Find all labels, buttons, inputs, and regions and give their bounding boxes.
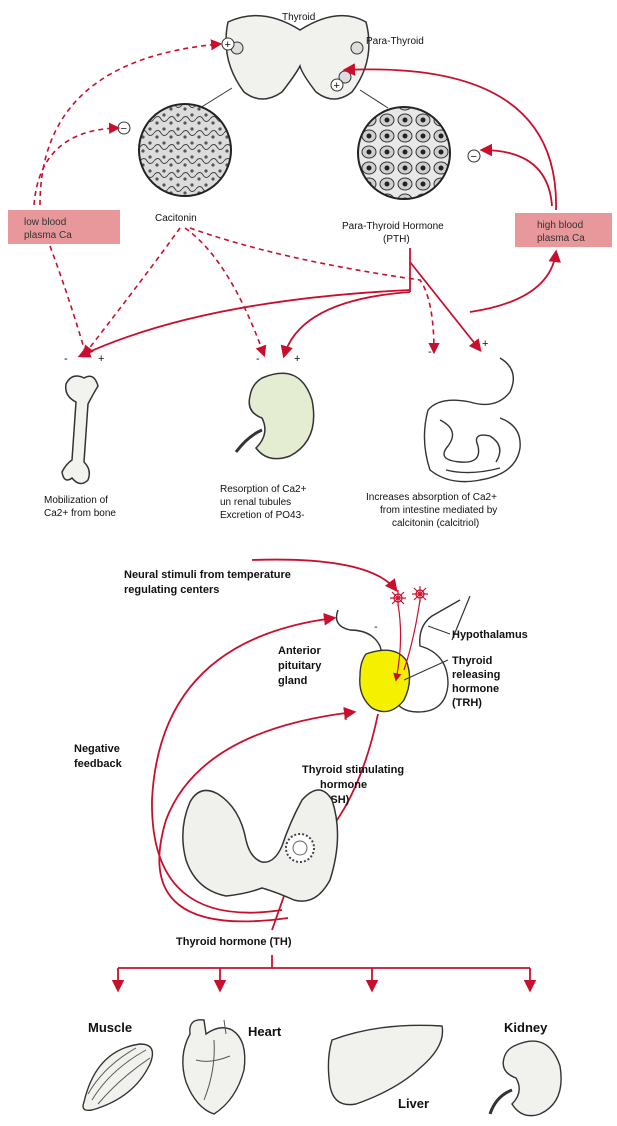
negative-feedback-label-1: Negative bbox=[74, 743, 120, 755]
high-to-pth-cells-arrow bbox=[482, 150, 552, 206]
calcitonin-minus-sign: − bbox=[121, 123, 127, 135]
kidney-lower-label: Kidney bbox=[504, 1020, 548, 1035]
kidney-lower-drawing bbox=[503, 1041, 561, 1116]
intestine-to-high-arrow bbox=[470, 252, 556, 312]
bone-drawing bbox=[62, 376, 98, 484]
low-to-calcitonin-cells-arrow bbox=[34, 128, 118, 205]
bone-minus: - bbox=[64, 353, 68, 365]
low-box-line-1: low blood bbox=[24, 217, 66, 228]
intestine-drawing bbox=[424, 358, 520, 482]
high-box-line-1: high blood bbox=[537, 220, 583, 231]
intestine-label-2: from intestine mediated by bbox=[380, 505, 497, 516]
intestine-plus: + bbox=[482, 338, 488, 350]
kidney-minus: - bbox=[256, 353, 260, 365]
pth-label-2: (PTH) bbox=[383, 234, 410, 245]
hypothalamus-minus: - bbox=[374, 621, 378, 633]
bone-label-1: Mobilization of bbox=[44, 495, 108, 506]
kidney-label-3: Excretion of PO43- bbox=[220, 510, 304, 521]
trh-label-2: releasing bbox=[452, 669, 500, 681]
muscle-label: Muscle bbox=[88, 1020, 132, 1035]
pth-minus-sign: − bbox=[471, 151, 477, 163]
high-box-line-2: plasma Ca bbox=[537, 233, 585, 244]
calcitonin-cells-circle bbox=[139, 104, 231, 196]
muscle-drawing bbox=[83, 1044, 152, 1110]
low-to-bone-arrow bbox=[50, 246, 86, 355]
bone-plus: + bbox=[98, 353, 104, 365]
anterior-label-2: pituitary bbox=[278, 660, 322, 672]
tsh-label-1: Thyroid stimulating bbox=[302, 764, 404, 776]
low-box-line-2: plasma Ca bbox=[24, 230, 72, 241]
kidney-label-1: Resorption of Ca2+ bbox=[220, 484, 307, 495]
kidney-label-2: un renal tubules bbox=[220, 497, 291, 508]
hypothalamus-label: Hypothalamus bbox=[452, 629, 528, 641]
trh-label-1: Thyroid bbox=[452, 655, 492, 667]
thyroid-gland-drawing bbox=[226, 16, 369, 99]
heart-drawing bbox=[183, 1020, 245, 1114]
bone-label-2: Ca2+ from bone bbox=[44, 508, 116, 519]
liver-drawing bbox=[328, 1025, 442, 1104]
liver-label: Liver bbox=[398, 1096, 429, 1111]
negative-feedback-label-2: feedback bbox=[74, 758, 123, 770]
thyroid-plus-sign: + bbox=[225, 39, 231, 51]
parathyroid-label: Para-Thyroid bbox=[366, 36, 424, 47]
pth-cells-circle bbox=[358, 107, 450, 199]
kidney-plus: + bbox=[294, 353, 300, 365]
trh-label-4: (TRH) bbox=[452, 697, 482, 709]
anterior-label-3: gland bbox=[278, 675, 307, 687]
thyroid-label: Thyroid bbox=[282, 12, 315, 23]
neural-stimuli-label-1: Neural stimuli from temperature bbox=[124, 569, 291, 581]
heart-label: Heart bbox=[248, 1024, 282, 1039]
anterior-pituitary-drawing bbox=[360, 650, 410, 711]
pth-to-intestine-arrow bbox=[410, 262, 480, 350]
intestine-label-1: Increases absorption of Ca2+ bbox=[366, 492, 497, 503]
trh-label-3: hormone bbox=[452, 683, 499, 695]
intestine-label-3: calcitonin (calcitriol) bbox=[392, 518, 479, 529]
pituitary-minus: - bbox=[344, 713, 348, 725]
intestine-minus: - bbox=[428, 346, 432, 358]
pth-label-1: Para-Thyroid Hormone bbox=[342, 221, 444, 232]
th-label: Thyroid hormone (TH) bbox=[176, 936, 292, 948]
kidney-drawing bbox=[249, 373, 313, 458]
neural-stimuli-label-2: regulating centers bbox=[124, 584, 219, 596]
pth-to-kidney-arrow bbox=[284, 292, 410, 356]
anterior-label-1: Anterior bbox=[278, 645, 322, 657]
calcitonin-label: Cacitonin bbox=[155, 213, 197, 224]
tsh-label-2: hormone bbox=[320, 779, 367, 791]
parathyroid-plus-sign: + bbox=[334, 80, 340, 92]
